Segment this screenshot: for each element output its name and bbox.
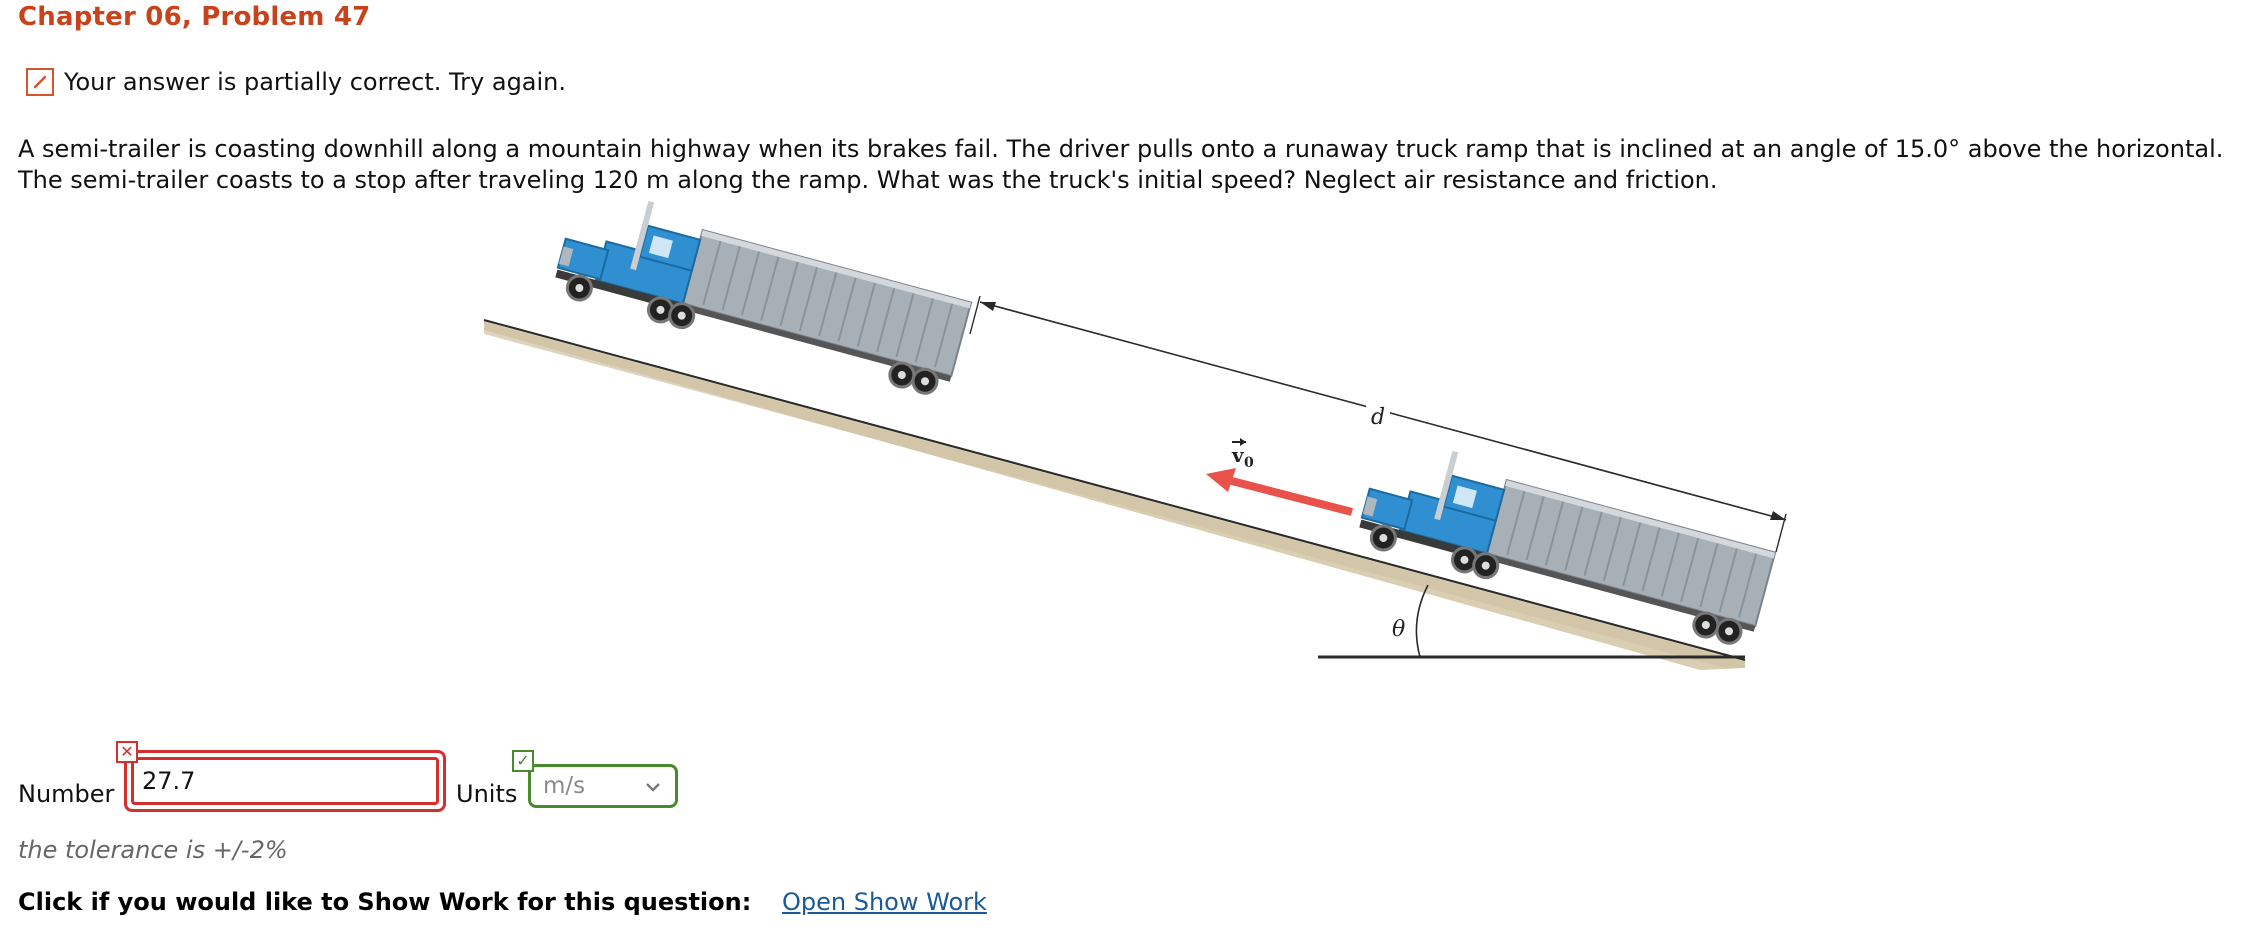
- units-label: Units: [456, 780, 518, 808]
- tolerance-note: the tolerance is +/-2%: [18, 836, 288, 864]
- ramp-surface-line: [483, 319, 1746, 661]
- number-input-wrapper: [124, 750, 446, 812]
- distance-d-label: d: [1371, 405, 1385, 430]
- ramp-ground: [484, 320, 1745, 670]
- page-title: Chapter 06, Problem 47: [18, 2, 371, 32]
- theta-label: θ: [1392, 617, 1405, 642]
- number-label: Number: [18, 780, 115, 808]
- pencil-icon: [26, 68, 54, 96]
- feedback-message: Your answer is partially correct. Try ag…: [64, 68, 567, 96]
- number-input[interactable]: [131, 757, 439, 805]
- chevron-down-icon: [646, 783, 660, 792]
- check-icon: ✓: [512, 750, 534, 772]
- open-show-work-link[interactable]: Open Show Work: [782, 888, 987, 916]
- v0-label: v 0: [1231, 438, 1254, 471]
- problem-statement: A semi-trailer is coasting downhill alon…: [18, 135, 2224, 194]
- units-select[interactable]: m/s: [528, 764, 678, 808]
- truck-lower: [1359, 450, 1777, 645]
- distance-dimension-line: [979, 301, 1787, 521]
- svg-text:v: v: [1231, 443, 1245, 467]
- truck-upper: [555, 200, 973, 395]
- svg-text:0: 0: [1244, 455, 1254, 471]
- velocity-arrow: [1227, 476, 1353, 516]
- feedback-banner: Your answer is partially correct. Try ag…: [26, 66, 566, 98]
- show-work-prompt: Click if you would like to Show Work for…: [18, 888, 752, 916]
- angle-arc: [1415, 584, 1429, 658]
- answer-row: Number ✕ Units m/s ✓: [0, 740, 900, 820]
- x-icon: ✕: [116, 741, 138, 763]
- units-selected-value: m/s: [543, 773, 586, 799]
